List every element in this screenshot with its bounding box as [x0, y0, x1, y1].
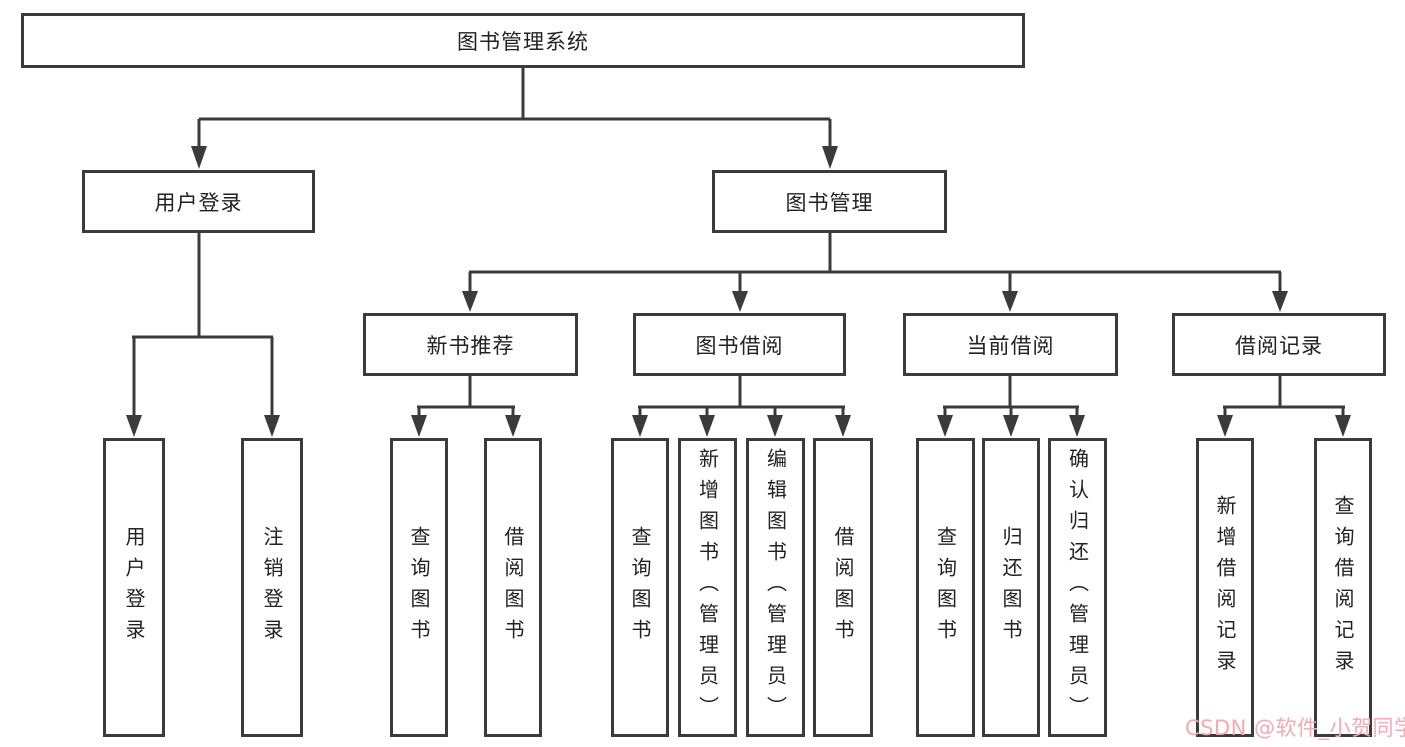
node-new-book-recommend-label: 新书推荐: [426, 333, 515, 358]
connector-borrow-records-branch: [1217, 376, 1351, 437]
leaf-add-borrow-record: 新增借阅记录: [1196, 438, 1254, 737]
csdn-watermark: CSDN @软件_小贺同学: [1185, 716, 1405, 740]
leaf-borrow-books-recommend: 借阅图书: [484, 438, 542, 737]
node-borrow-records: 借阅记录: [1172, 313, 1386, 376]
leaf-user-login: 用户登录: [103, 438, 165, 737]
leaf-return-books-label: 归还图书: [999, 525, 1023, 650]
connector-user-login-to-leaves: [126, 233, 280, 437]
leaf-query-borrow-record-label: 查询借阅记录: [1331, 494, 1355, 681]
leaf-add-books-admin: 新增图书（管理员）: [678, 438, 737, 737]
node-book-management-label: 图书管理: [785, 190, 874, 215]
leaf-query-books-borrow-label: 查询图书: [628, 525, 652, 650]
node-user-login: 用户登录: [82, 170, 315, 233]
connector-book-management-to-level3: [462, 233, 1288, 312]
leaf-add-borrow-record-label: 新增借阅记录: [1213, 494, 1237, 681]
leaf-confirm-return-admin-label: 确认归还（管理员）: [1065, 448, 1090, 727]
leaf-add-books-admin-label: 新增图书（管理员）: [695, 448, 720, 727]
node-user-login-label: 用户登录: [154, 190, 243, 215]
leaf-user-login-label: 用户登录: [122, 525, 146, 650]
leaf-borrow-books: 借阅图书: [813, 438, 873, 737]
leaf-query-books-recommend-label: 查询图书: [407, 525, 431, 650]
leaf-edit-books-admin: 编辑图书（管理员）: [746, 438, 805, 737]
node-current-borrow-label: 当前借阅: [966, 333, 1055, 358]
leaf-logout: 注销登录: [241, 438, 303, 737]
node-library-management-system-label: 图书管理系统: [457, 29, 589, 54]
leaf-query-books-recommend: 查询图书: [390, 438, 448, 737]
leaf-return-books: 归还图书: [982, 438, 1040, 737]
connector-book-borrow-branch: [632, 376, 851, 437]
node-borrow-records-label: 借阅记录: [1235, 333, 1323, 358]
node-current-borrow: 当前借阅: [903, 313, 1118, 376]
node-book-borrow-label: 图书借阅: [695, 333, 784, 358]
node-library-management-system: 图书管理系统: [21, 13, 1025, 68]
connector-root-to-level2: [191, 68, 838, 169]
connector-new-book-branch: [411, 376, 521, 437]
leaf-confirm-return-admin: 确认归还（管理员）: [1048, 438, 1107, 737]
node-book-borrow: 图书借阅: [633, 313, 846, 376]
node-new-book-recommend: 新书推荐: [363, 313, 578, 376]
leaf-borrow-books-label: 借阅图书: [831, 525, 855, 650]
leaf-query-books-current-label: 查询图书: [933, 525, 958, 650]
connector-current-borrow-branch: [937, 376, 1085, 437]
node-book-management: 图书管理: [712, 170, 947, 233]
leaf-logout-label: 注销登录: [260, 525, 284, 650]
leaf-query-books-borrow: 查询图书: [611, 438, 669, 737]
leaf-edit-books-admin-label: 编辑图书（管理员）: [763, 448, 788, 727]
leaf-query-books-current: 查询图书: [916, 438, 975, 737]
leaf-borrow-books-recommend-label: 借阅图书: [501, 525, 525, 650]
leaf-query-borrow-record: 查询借阅记录: [1314, 438, 1372, 737]
